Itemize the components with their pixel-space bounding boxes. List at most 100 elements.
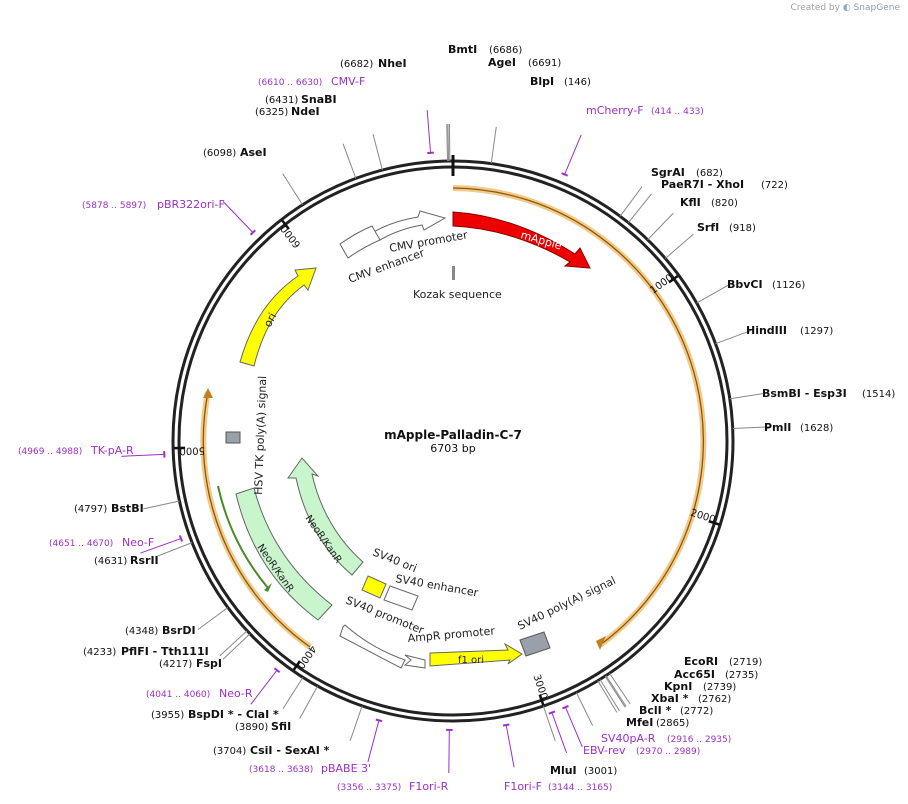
enzyme-name-srfi: SrfI bbox=[697, 221, 719, 234]
primer-name-pbr322: pBR322ori-F bbox=[157, 198, 225, 211]
enzyme-pos-hindiii: (1297) bbox=[800, 326, 833, 337]
enzyme-leader-bsmbi bbox=[729, 392, 767, 400]
label-sv40-polya: SV40 poly(A) signal bbox=[516, 574, 618, 633]
leader-layer bbox=[121, 109, 770, 773]
feature-ampr-promoter bbox=[403, 654, 426, 669]
watermark: Created by ◐ SnapGene bbox=[790, 3, 900, 13]
primer-name-ebvrev: EBV-rev bbox=[583, 744, 626, 757]
primer-mark-ebvrev bbox=[548, 710, 556, 715]
enzyme-name-bcli: BclI * bbox=[639, 704, 672, 717]
tick-mark bbox=[708, 520, 720, 526]
enzyme-name-acc65i: Acc65I bbox=[674, 668, 715, 681]
enzyme-leader-rsrii bbox=[157, 542, 193, 557]
enzyme-pos-agei: (6691) bbox=[528, 58, 561, 69]
label-mapple: mApple bbox=[519, 228, 563, 252]
primer-leader-tkpar bbox=[121, 453, 165, 457]
primer-mark-cmvf bbox=[427, 151, 434, 155]
enzyme-pos-pmli: (1628) bbox=[800, 423, 833, 434]
primer-name-cmvf: CMV-F bbox=[331, 75, 365, 88]
enzyme-leader-kpni bbox=[604, 675, 626, 708]
enzyme-pos-bspdi: (3955) bbox=[151, 710, 184, 721]
orf-arrow-neo bbox=[264, 583, 272, 592]
primer-range-cmvf: (6610 .. 6630) bbox=[258, 78, 322, 88]
feature-neor-outer bbox=[235, 487, 333, 621]
enzyme-leader-pflfi bbox=[219, 630, 248, 657]
plasmid-length: 6703 bp bbox=[430, 442, 475, 455]
label-ori: ori bbox=[261, 311, 279, 330]
primer-leader-sv40par bbox=[565, 707, 583, 748]
enzyme-leader-nhei bbox=[446, 124, 448, 162]
enzyme-pos-ndei: (6325) bbox=[255, 107, 288, 118]
feature-sv40-enhancer bbox=[383, 585, 419, 611]
watermark-brand: SnapGene bbox=[853, 3, 900, 13]
primer-name-neor: Neo-R bbox=[219, 687, 253, 700]
enzyme-leader-snabi bbox=[372, 134, 383, 171]
enzyme-leader-mfei bbox=[575, 692, 594, 726]
feature-cmv-promoter bbox=[371, 210, 447, 241]
enzyme-name-mlui: MluI bbox=[550, 764, 577, 777]
plasmid-name: mApple-Palladin-C-7 bbox=[384, 428, 522, 442]
enzyme-pos-xbai: (2762) bbox=[698, 694, 731, 705]
enzyme-leader-bsrdi bbox=[197, 607, 229, 630]
enzyme-name-bsrdi: BsrDI bbox=[162, 624, 196, 637]
enzyme-name-pflfi: PflFI - Tth111I bbox=[121, 645, 209, 658]
tick-label: 4000 bbox=[294, 643, 318, 670]
enzyme-pos-paer7i: (722) bbox=[761, 180, 788, 191]
enzyme-pos-srfi: (918) bbox=[729, 223, 756, 234]
enzyme-leader-acc65i bbox=[605, 675, 627, 707]
enzyme-leader-sfii bbox=[299, 685, 319, 719]
enzyme-pos-csii: (3704) bbox=[213, 746, 246, 757]
tick-label: 1000 bbox=[648, 273, 675, 297]
enzyme-leader-mlui bbox=[542, 705, 556, 742]
enzyme-leader-bbvci bbox=[696, 284, 730, 304]
enzyme-name-fspi: FspI bbox=[196, 657, 222, 670]
orf-arc-left-strand bbox=[202, 391, 311, 648]
orf-arrow-mapple bbox=[596, 636, 606, 650]
enzyme-pos-bmti: (6686) bbox=[489, 45, 522, 56]
enzyme-name-pmli: PmlI bbox=[764, 421, 791, 434]
enzyme-pos-asei: (6098) bbox=[203, 148, 236, 159]
label-cmv-promoter: CMV promoter bbox=[388, 228, 469, 255]
primer-mark-neor bbox=[273, 667, 281, 673]
enzyme-name-nhei: NheI bbox=[378, 57, 407, 70]
enzyme-leader-bcli bbox=[597, 680, 618, 713]
primer-name-f1orir: F1ori-R bbox=[409, 780, 449, 793]
primer-mark-sv40par bbox=[562, 705, 569, 710]
feature-sv40-polya bbox=[519, 631, 551, 657]
enzyme-pos-nhei: (6682) bbox=[340, 59, 373, 70]
enzyme-name-asei: AseI bbox=[240, 146, 267, 159]
enzyme-leader-bstbi bbox=[143, 500, 180, 510]
label-cmv-enhancer: CMV enhancer bbox=[347, 246, 427, 286]
enzyme-name-csii: CsiI - SexAI * bbox=[250, 744, 330, 757]
tick-label: 5000 bbox=[179, 444, 205, 456]
enzyme-pos-fspi: (4217) bbox=[159, 659, 192, 670]
primer-leader-ebvrev bbox=[551, 712, 568, 754]
enzyme-name-xbai: XbaI * bbox=[651, 692, 689, 705]
enzyme-leader-ndei bbox=[342, 143, 357, 179]
feature-ori bbox=[239, 267, 317, 367]
primer-leader-cmvf bbox=[426, 109, 432, 153]
enzyme-pos-ecori: (2719) bbox=[729, 657, 762, 668]
primer-range-pbr322: (5878 .. 5897) bbox=[82, 201, 146, 211]
tick-mark bbox=[668, 274, 679, 284]
enzyme-name-sgrai: SgrAI bbox=[651, 166, 685, 179]
feature-sv40-promoter bbox=[339, 624, 406, 669]
primer-range-f1orif: (3144 .. 3165) bbox=[548, 783, 612, 793]
primer-range-tkpar: (4969 .. 4988) bbox=[18, 447, 82, 457]
enzyme-name-bmti: BmtI bbox=[448, 43, 477, 56]
enzyme-leader-sgrai bbox=[619, 186, 643, 217]
primer-name-pbabe: pBABE 3' bbox=[321, 762, 371, 775]
feature-f1-ori bbox=[429, 642, 523, 667]
primer-mark-f1orif bbox=[502, 723, 510, 727]
enzyme-name-rsrii: RsrII bbox=[130, 554, 159, 567]
primer-leader-f1orir bbox=[448, 729, 450, 773]
enzyme-leader-kfli bbox=[647, 212, 674, 241]
primer-leader-mcherryf bbox=[564, 134, 582, 175]
enzyme-name-agei: AgeI bbox=[488, 56, 516, 69]
primer-leader-pbabe bbox=[367, 720, 380, 763]
tick-label: 3000 bbox=[530, 673, 549, 701]
tick-mark bbox=[281, 219, 290, 230]
primer-range-f1orir: (3356 .. 3375) bbox=[337, 783, 401, 793]
enzyme-name-blpi: BlpI bbox=[530, 75, 554, 88]
enzyme-name-kfli: KflI bbox=[680, 196, 701, 209]
